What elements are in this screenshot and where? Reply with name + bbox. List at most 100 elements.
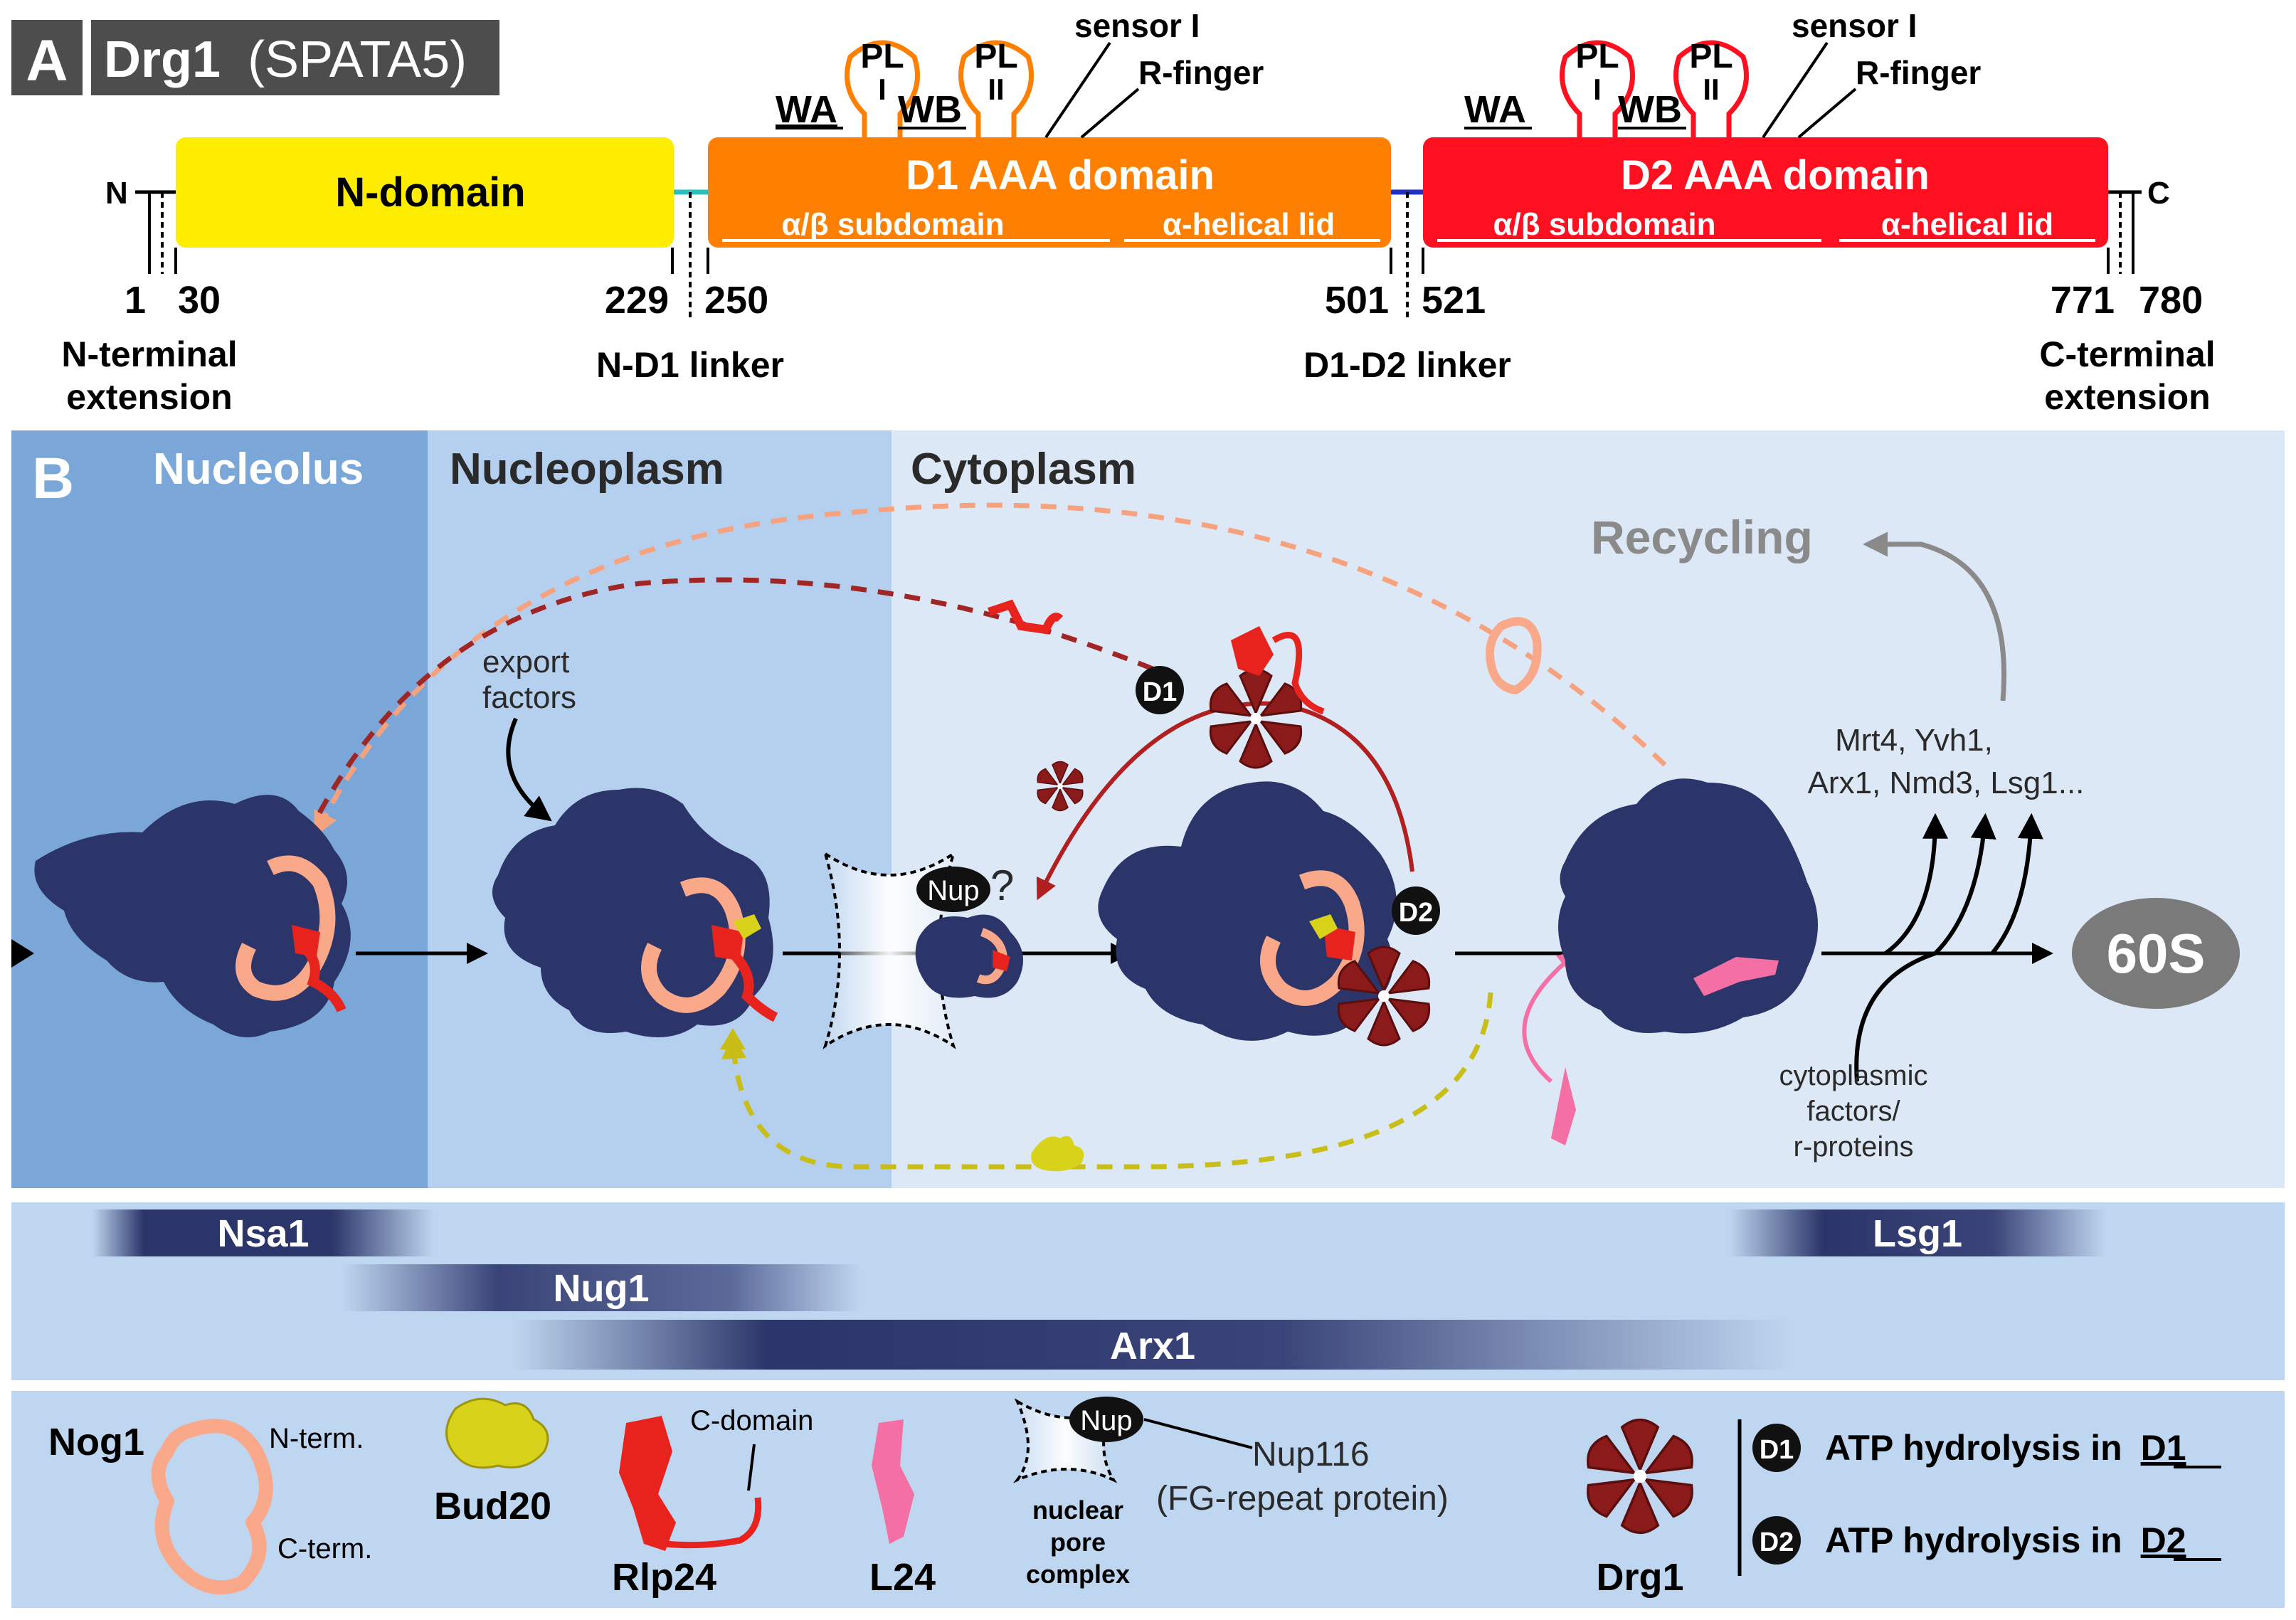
pre60s-particle-1 xyxy=(34,795,351,1037)
legend-fg-repeat-label: (FG-repeat protein) xyxy=(1156,1480,1449,1518)
legend-rlp24-tail xyxy=(665,1497,762,1549)
legend-nog1-icon xyxy=(151,1419,273,1595)
legend-cdomain-pointer xyxy=(747,1444,756,1491)
pos-250: 250 xyxy=(704,279,768,322)
d2-ploop-2-shape xyxy=(1673,40,1749,137)
cyto-factors-line-3: r-proteins xyxy=(1794,1131,1914,1163)
bud20-recycle-arc xyxy=(721,992,1493,1170)
nucleoplasm-label: Nucleoplasm xyxy=(450,445,724,494)
d2-motifs: WA PL I WB PL II sensor I R-finger xyxy=(1464,7,1981,139)
nog1-free xyxy=(1486,617,1542,695)
legend-nup116-label: Nup116 xyxy=(1252,1436,1370,1473)
legend-d2-badge-circle xyxy=(1752,1516,1801,1565)
nd1-linker-label: N-D1 linker xyxy=(596,345,784,385)
timeline: Nsa1 Nug1 Arx1 Lsg1 xyxy=(11,1202,2285,1380)
legend-bud20-label: Bud20 xyxy=(434,1485,551,1528)
pos-780: 780 xyxy=(2139,279,2203,322)
legend-rlp24-label: Rlp24 xyxy=(612,1556,716,1599)
pos-501: 501 xyxy=(1325,279,1389,322)
n-terminus-label: N xyxy=(105,176,128,211)
legend-l24-icon xyxy=(872,1419,914,1544)
legend-background xyxy=(11,1391,2285,1608)
d1-badge-circle xyxy=(1136,666,1184,714)
c-extension-label-2: extension xyxy=(2044,377,2210,417)
d1-domain-box xyxy=(708,137,1391,248)
panel-b: B Nucleolus Nucleoplasm Cytoplasm Recycl… xyxy=(11,430,2285,1188)
drg1-release-arc-d2 xyxy=(1036,701,1414,901)
legend-nog1-label: Nog1 xyxy=(48,1421,144,1463)
npc-nup-label: Nup xyxy=(927,875,979,906)
d1-wa-label: WA xyxy=(776,88,837,131)
cyto-factors-line-2: factors/ xyxy=(1806,1096,1900,1127)
legend-npc-label-2: pore xyxy=(1050,1528,1106,1557)
l24-join-arrow xyxy=(1522,951,1580,1084)
arx1-bar xyxy=(512,1320,1793,1370)
d1-rfinger-label: R-finger xyxy=(1138,54,1264,91)
nuclear-pore-complex xyxy=(822,850,956,1049)
protein-name: Drg1 xyxy=(104,31,221,88)
panel-a: A Drg1 (SPATA5) N C N-domain D1 AAA doma… xyxy=(11,7,2216,417)
d2-wa-label: WA xyxy=(1464,88,1526,131)
c-extension-label-1: C-terminal xyxy=(2039,334,2215,374)
d1-ploop-1-bottom: I xyxy=(878,73,887,106)
d1-ploop-2-bottom: II xyxy=(988,73,1004,106)
legend-bud20-icon xyxy=(445,1397,549,1469)
legend-d2-domain: D2 xyxy=(2141,1520,2186,1560)
n-extension-label-1: N-terminal xyxy=(61,334,237,374)
d2-domain-box xyxy=(1423,137,2108,248)
cyto-factors-line-1: cytoplasmic xyxy=(1779,1060,1928,1091)
d2-alpha-beta-label: α/β subdomain xyxy=(1493,207,1715,242)
n-domain-box xyxy=(176,137,674,248)
d2-badge-label: D2 xyxy=(1399,898,1434,928)
bud20-free xyxy=(1031,1135,1084,1172)
release-arrows xyxy=(1854,812,2043,1082)
rlp24-on-drg1 xyxy=(1231,626,1274,676)
d2-ploop-1-bottom: I xyxy=(1593,73,1602,106)
l24-free xyxy=(1551,1067,1576,1145)
panel-b-letter: B xyxy=(32,446,74,511)
d2-ploop-1-top: PL xyxy=(1575,38,1619,75)
d1d2-linker-label: D1-D2 linker xyxy=(1303,345,1511,385)
bud20-return-arrowhead xyxy=(720,1028,746,1049)
c-terminus-label: C xyxy=(2147,176,2170,211)
d1-alpha-beta-label: α/β subdomain xyxy=(781,207,1004,242)
nog1-recycle-arc xyxy=(314,502,1667,837)
d2-ploop-2-bottom: II xyxy=(1703,73,1719,106)
legend-l24-label: L24 xyxy=(869,1556,936,1599)
legend: Nog1 N-term. C-term. Bud20 C-domain Rlp2… xyxy=(11,1391,2285,1608)
d1-rfinger-pointer xyxy=(1080,88,1140,139)
rlp24-free xyxy=(988,599,1064,635)
d1-lid-label: α-helical lid xyxy=(1163,207,1335,242)
protein-title: Drg1 (SPATA5) xyxy=(104,31,467,88)
l24-bound xyxy=(1693,957,1779,996)
pre60s-particle-5 xyxy=(1558,778,1818,1034)
pos-771: 771 xyxy=(2051,279,2115,322)
legend-d1-domain: D1 xyxy=(2141,1428,2186,1468)
cytoplasm-region xyxy=(892,430,2285,1188)
pos-229: 229 xyxy=(605,279,669,322)
rlp24-tail-on-drg1 xyxy=(1271,632,1325,715)
released-factors-line-2: Arx1, Nmd3, Lsg1... xyxy=(1808,766,2085,800)
n-domain-label: N-domain xyxy=(335,169,525,216)
legend-nog1-nterm: N-term. xyxy=(269,1423,364,1454)
panel-a-letter: A xyxy=(26,28,68,93)
rlp24-recycle-arc xyxy=(314,577,1154,820)
export-factors-label-2: factors xyxy=(482,680,576,715)
panel-a-label-box xyxy=(11,20,83,95)
lsg1-bar xyxy=(1729,1209,2106,1256)
cytoplasm-label: Cytoplasm xyxy=(911,445,1136,494)
legend-npc-label-1: nuclear xyxy=(1032,1495,1123,1525)
arx1-label: Arx1 xyxy=(1110,1325,1195,1367)
legend-d2-badge-label: D2 xyxy=(1760,1528,1794,1557)
d2-sensor-pointer xyxy=(1762,41,1829,139)
nug1-bar xyxy=(342,1264,861,1311)
legend-drg1-label: Drg1 xyxy=(1596,1556,1683,1599)
d2-rfinger-pointer xyxy=(1797,88,1857,139)
d1-sensor-pointer xyxy=(1044,41,1111,139)
d1-domain-label: D1 AAA domain xyxy=(906,152,1215,198)
legend-d2-atp: ATP hydrolysis in xyxy=(1825,1520,2122,1560)
legend-d1-badge-circle xyxy=(1752,1424,1801,1472)
export-factors-label-1: export xyxy=(482,645,569,679)
recycling-arrow xyxy=(1863,531,2007,702)
